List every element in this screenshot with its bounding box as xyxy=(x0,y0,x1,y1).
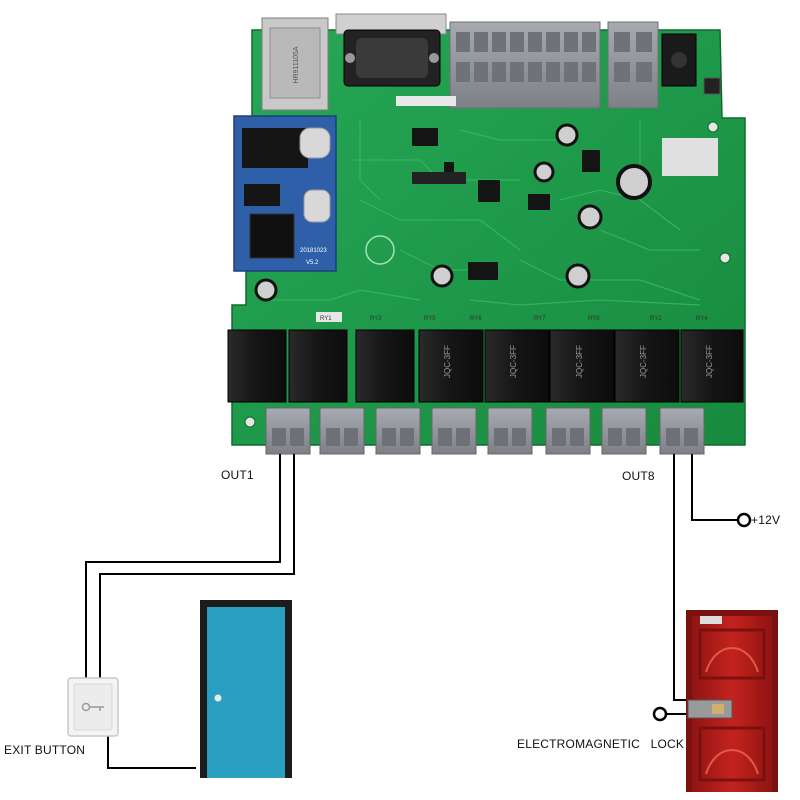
ethernet-module-label: HR911105A xyxy=(293,46,300,83)
module-date-label: 20181023 xyxy=(300,248,327,254)
relay-label: RY1 xyxy=(320,316,332,322)
ethernet-module: 20181023 V5.2 xyxy=(233,115,337,272)
dc-jack xyxy=(661,33,697,87)
exit-button-device xyxy=(67,677,119,737)
wire-out8-lock xyxy=(673,454,686,701)
output-terminals xyxy=(265,407,705,455)
relay-brand: JQC-3FF xyxy=(639,345,648,378)
relay-brand: JQC-3FF xyxy=(575,345,584,378)
relay: RY5 xyxy=(355,316,436,403)
output-terminal-7 xyxy=(601,407,647,455)
relay: JQC-3FF RY2 xyxy=(614,316,680,403)
reset-switch xyxy=(703,77,721,95)
relay-label: RY2 xyxy=(650,316,662,322)
power-terminal-dot xyxy=(736,512,752,528)
door-blue xyxy=(200,600,292,778)
output-terminal-6 xyxy=(545,407,591,455)
power-terminal-block xyxy=(607,21,659,109)
exit-button-label: EXIT BUTTON xyxy=(4,743,86,757)
serial-connector xyxy=(335,13,447,87)
power-label: +12V xyxy=(751,513,781,527)
relay-label: RY3 xyxy=(370,316,382,322)
board-components xyxy=(396,96,718,280)
relay-label: RY5 xyxy=(424,316,436,322)
relay-label: RY6 xyxy=(470,316,482,322)
wiring xyxy=(85,454,738,769)
wire-out8-power xyxy=(691,454,738,521)
output-terminal-5 xyxy=(487,407,533,455)
relay: JQC-3FF RY8 xyxy=(549,316,615,403)
relay-brand: JQC-3FF xyxy=(705,345,714,378)
wire-button-to-lock xyxy=(107,736,196,769)
relay-brand: JQC-3FF xyxy=(509,345,518,378)
key-icon xyxy=(81,702,104,712)
output-terminal-4 xyxy=(431,407,477,455)
electromagnetic-lock-label: ELECTROMAGNETIC LOCK xyxy=(517,737,685,751)
out1-label: OUT1 xyxy=(221,468,254,482)
lock-terminal-dot xyxy=(652,706,668,722)
input-terminal-block xyxy=(449,21,601,109)
relay: RY1 xyxy=(227,312,342,403)
output-terminal-8 xyxy=(659,407,705,455)
door-knob xyxy=(214,694,222,702)
relay: JQC-3FF RY7 xyxy=(484,316,550,403)
capacitors xyxy=(254,123,652,302)
relay-brand: JQC-3FF xyxy=(443,345,452,378)
output-terminal-1 xyxy=(265,407,311,455)
magnetic-lock-body xyxy=(687,699,733,719)
relay: JQC-3FF RY4 xyxy=(680,316,744,403)
wire-out1-b xyxy=(99,454,295,682)
module-version-label: V5.2 xyxy=(306,260,319,266)
relay-row: RY1 RY3 RY5 JQC-3FF RY6 JQC-3FF RY7 JQC-… xyxy=(227,312,744,403)
out8-label: OUT8 xyxy=(622,469,655,483)
ethernet-jack: HR911105A xyxy=(261,17,329,111)
output-terminal-2 xyxy=(319,407,365,455)
relay-label: RY8 xyxy=(588,316,600,322)
relay-label: RY7 xyxy=(534,316,546,322)
relay-label: RY4 xyxy=(696,316,708,322)
relay: RY3 xyxy=(288,316,382,403)
lock-door xyxy=(686,610,778,792)
relay: JQC-3FF RY6 xyxy=(418,316,484,403)
output-terminal-3 xyxy=(375,407,421,455)
wire-out1-a xyxy=(85,454,281,682)
